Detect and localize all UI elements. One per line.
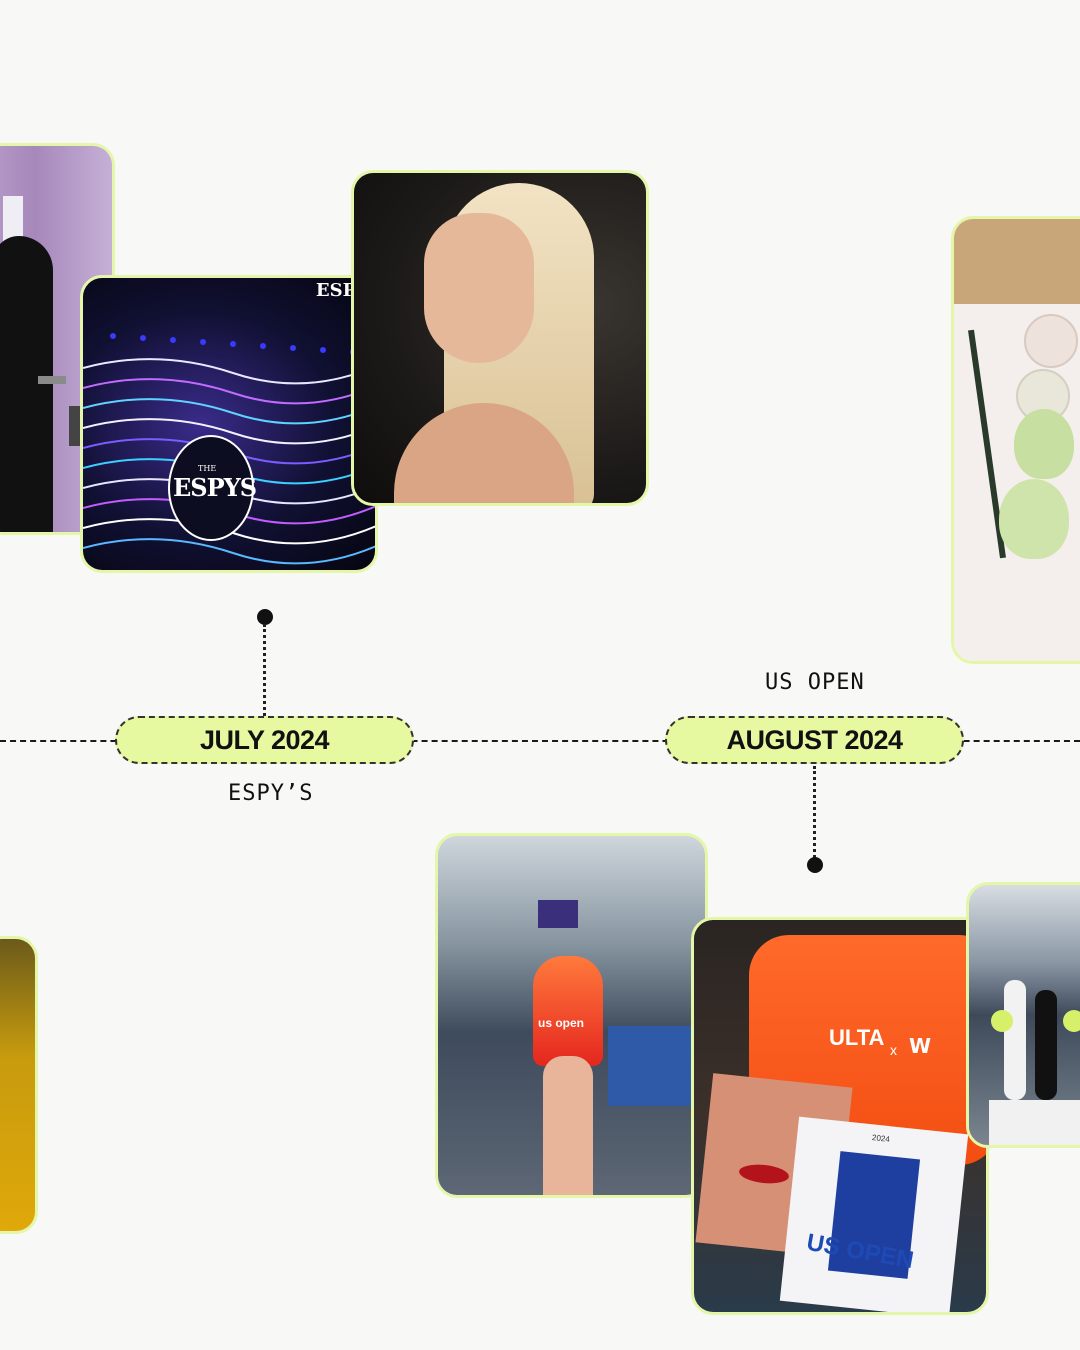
photo-stadium-group [966, 882, 1080, 1148]
ulta-bag-logo: ULTA [829, 1025, 885, 1050]
milestone-connector-august [813, 766, 816, 858]
waves-graphic [83, 333, 375, 565]
milestone-pill-august: AUGUST 2024 [665, 716, 964, 764]
milestone-caption-july: ESPY’S [228, 781, 314, 806]
usopen-poster-year: 2024 [871, 1133, 891, 1144]
photo-ulta-bag: ULTA x W 2024 US OPEN [691, 917, 989, 1315]
milestone-connector-july [263, 624, 266, 716]
photo-makeup-flatlay [951, 216, 1080, 664]
espys-logo-the: THE [198, 464, 217, 473]
ulta-bag-x: x [890, 1042, 897, 1058]
photo-usopen-drink: us open [435, 833, 708, 1198]
espys-logo-text: ESPYS [173, 473, 257, 502]
photo-yellow-table [0, 936, 38, 1234]
photo-espys-stage: ESPY THE ESPYS [80, 275, 378, 573]
usopen-cup-text: us open [538, 1016, 585, 1030]
photo-portrait [351, 170, 649, 506]
milestone-caption-august: US OPEN [765, 670, 865, 695]
milestone-dot-august [807, 857, 823, 873]
milestone-dot-july [257, 609, 273, 625]
milestone-pill-july: JULY 2024 [115, 716, 414, 764]
timeline-line [0, 740, 1080, 742]
